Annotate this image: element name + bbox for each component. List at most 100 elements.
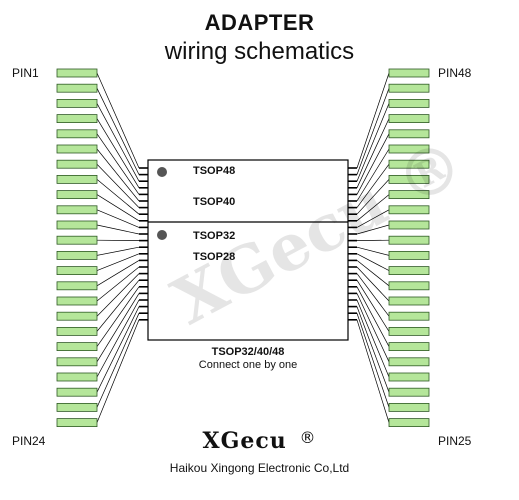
pin-pad-right — [388, 250, 430, 260]
pin-pad-left — [56, 144, 98, 154]
pin-pad-right — [388, 220, 430, 230]
wire-left — [96, 273, 140, 317]
pin-pad-left — [56, 418, 98, 428]
pin1-dot-bottom — [157, 230, 167, 240]
pin-pad-left — [56, 357, 98, 367]
wire-right — [356, 253, 390, 271]
wire-left — [96, 209, 140, 228]
pin-pad-left — [56, 114, 98, 123]
pin-pad-right — [388, 281, 430, 291]
package-label-tsop40: TSOP40 — [193, 196, 236, 208]
pin-pad-left — [56, 387, 98, 397]
pin-pad-left — [56, 326, 98, 336]
wire-right — [356, 133, 390, 195]
pin-pad-right — [388, 144, 430, 154]
pin1-label: PIN1 — [12, 66, 39, 80]
pin-pad-left — [56, 68, 98, 78]
pin-pad-right — [388, 83, 430, 93]
pin-pad-right — [388, 296, 430, 306]
pin-pad-right — [388, 402, 430, 412]
wire-left — [96, 88, 140, 175]
wire-right — [356, 286, 390, 347]
registered-mark: ® — [299, 428, 317, 447]
pin-pad-left — [56, 174, 98, 184]
wire-right — [356, 260, 390, 287]
pin-pad-left — [56, 205, 98, 215]
pin-pad-left — [56, 83, 98, 93]
wire-right — [356, 163, 390, 208]
pin-pad-left — [56, 372, 98, 382]
pin-pad-right — [388, 174, 430, 184]
wire-left — [96, 293, 140, 362]
pin-pad-right — [388, 418, 430, 428]
wire-left — [96, 246, 140, 256]
wire-left — [96, 103, 140, 182]
pin48-label: PIN48 — [438, 66, 472, 80]
brand-name: XGecu — [202, 428, 287, 454]
wire-right — [356, 266, 390, 302]
pin-pad-left — [56, 281, 98, 291]
wire-left — [96, 266, 140, 302]
pin25-label: PIN25 — [438, 434, 472, 448]
pin-pad-right — [388, 159, 430, 169]
pin-pad-left — [56, 266, 98, 276]
wire-left — [96, 179, 140, 215]
pin-pad-left — [56, 99, 98, 108]
package-label-tsop48: TSOP48 — [193, 165, 236, 177]
pin-pad-left — [56, 402, 98, 412]
wire-right — [356, 246, 390, 256]
pin-pad-right — [388, 326, 430, 336]
wire-right — [356, 103, 390, 182]
pin-pad-left — [56, 311, 98, 321]
package-label-tsop32: TSOP32 — [193, 230, 236, 242]
wire-right — [356, 293, 390, 362]
wire-right — [356, 179, 390, 215]
pin-pad-left — [56, 220, 98, 230]
wire-left — [96, 319, 140, 423]
wire-left — [96, 194, 140, 222]
diagram-title: ADAPTER — [204, 10, 315, 35]
wire-left — [96, 306, 140, 393]
pin-pad-right — [388, 68, 430, 78]
wire-right — [356, 148, 390, 202]
wire-left — [96, 133, 140, 195]
pin-pad-left — [56, 235, 98, 245]
pin-pad-left — [56, 342, 98, 352]
wire-right — [356, 88, 390, 175]
pin-pad-right — [388, 235, 430, 245]
wire-left — [96, 299, 140, 378]
wire-right — [356, 313, 390, 408]
pin-pad-right — [388, 357, 430, 367]
pin-pad-right — [388, 205, 430, 215]
pin1-dot-top — [157, 167, 167, 177]
wire-left — [96, 279, 140, 332]
wire-left — [96, 260, 140, 287]
wire-right — [356, 224, 390, 235]
wire-left — [96, 163, 140, 208]
pin-pad-right — [388, 114, 430, 123]
wire-left — [96, 224, 140, 235]
wire-right — [356, 299, 390, 378]
pin-pad-left — [56, 129, 98, 139]
wire-right — [356, 306, 390, 393]
wire-right — [356, 280, 390, 332]
pin-pad-right — [388, 99, 430, 108]
wire-right — [356, 209, 390, 228]
pin24-label: PIN24 — [12, 434, 46, 448]
wire-right — [356, 118, 390, 188]
pin-pad-right — [388, 311, 430, 321]
wire-left — [96, 313, 140, 408]
pin-pad-right — [388, 387, 430, 397]
caption-packages: TSOP32/40/48 — [211, 346, 285, 358]
wire-left — [96, 148, 140, 202]
pin-pad-right — [388, 266, 430, 276]
pin-pad-right — [388, 129, 430, 139]
pin-pad-right — [388, 342, 430, 352]
pin-pad-left — [56, 296, 98, 306]
brand-logo: XGecu ® — [0, 428, 519, 454]
wire-right — [356, 72, 390, 169]
pin-pad-right — [388, 190, 430, 200]
wire-left — [96, 118, 140, 188]
